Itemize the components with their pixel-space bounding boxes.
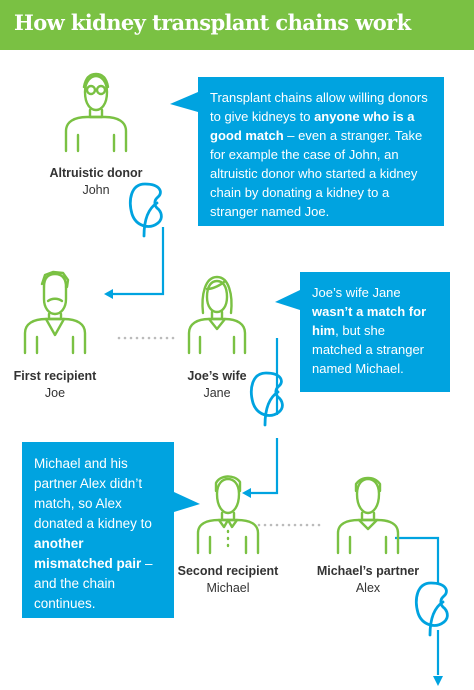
person-label-alex: Michael’s partner Alex <box>316 564 420 595</box>
callout-pointer <box>275 290 300 310</box>
callout-pointer <box>170 92 198 112</box>
info-box-text: Joe’s wife Jane wasn’t a match for him, … <box>312 285 427 376</box>
info-box-text: Michael and his partner Alex didn’t matc… <box>34 456 153 611</box>
arrow-down-next <box>433 676 443 686</box>
person-label-joe: First recipient Joe <box>13 369 97 400</box>
info-box-john: Transplant chains allow willing donors t… <box>198 77 444 226</box>
page-title: How kidney transplant chains work <box>14 10 411 35</box>
info-box-text: Transplant chains allow willing donors t… <box>210 90 428 219</box>
person-woman-icon <box>187 275 247 355</box>
person-label-jane: Joe’s wife Jane <box>187 369 247 400</box>
person-label-john: Altruistic donor John <box>49 166 143 197</box>
person-beard-icon <box>23 270 87 355</box>
info-box-jane: Joe’s wife Jane wasn’t a match for him, … <box>300 272 450 392</box>
person-man-icon <box>336 476 400 555</box>
arrow-to-michael <box>242 488 251 498</box>
person-glasses-icon <box>64 72 128 153</box>
person-man-icon <box>196 475 260 555</box>
callout-pointer <box>174 492 200 512</box>
connector-john-joe <box>112 227 165 296</box>
arrow-to-joe <box>104 289 113 299</box>
info-box-alex: Michael and his partner Alex didn’t matc… <box>22 442 174 618</box>
person-label-michael: Second recipient Michael <box>177 564 279 595</box>
connector-alex-next <box>395 536 440 583</box>
connector-jane-michael-2 <box>250 438 279 495</box>
header-bar: How kidney transplant chains work <box>0 0 474 50</box>
